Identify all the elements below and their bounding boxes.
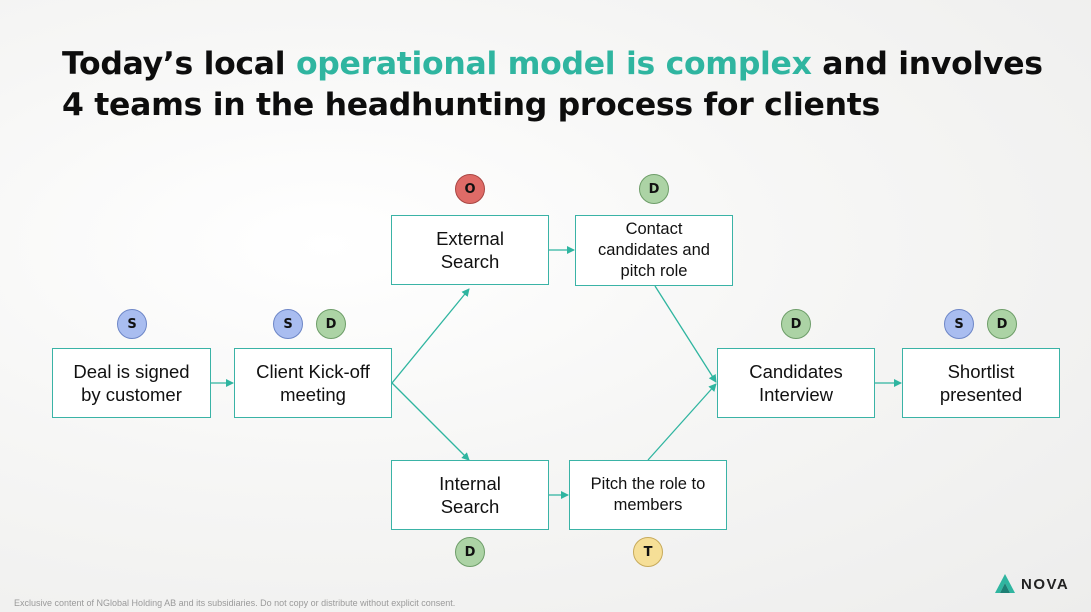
node-kickoff-label: Client Kick-off meeting <box>256 361 370 405</box>
title-accent-text: operational model is complex <box>295 46 812 82</box>
node-external-search: External Search <box>391 215 549 285</box>
badge-deal-signed-s: S <box>117 309 147 339</box>
badge-contact-candidates-d: D <box>639 174 669 204</box>
title-text-part2: and involves <box>811 46 1043 82</box>
node-shortlist-label: Shortlist presented <box>939 361 1023 405</box>
node-contact-candidates: Contact candidates and pitch role <box>575 215 733 286</box>
node-kickoff: Client Kick-off meeting <box>234 348 392 418</box>
node-deal-signed-label: Deal is signed by customer <box>73 361 190 405</box>
node-candidates-interview: Candidates Interview <box>717 348 875 418</box>
node-external-search-label: External Search <box>436 228 504 272</box>
arrow-pitch-to-interview <box>647 383 717 461</box>
nova-logo-text: NOVA <box>1021 575 1070 593</box>
node-pitch-members: Pitch the role to members <box>569 460 727 530</box>
node-candidates-interview-label: Candidates Interview <box>749 361 843 405</box>
badge-candidates-interview-d: D <box>781 309 811 339</box>
arrow-kickoff-to-internal <box>391 382 470 461</box>
node-internal-search-label: Internal Search <box>439 473 501 517</box>
nova-logo-icon <box>995 574 1015 593</box>
page-title: Today’s local operational model is compl… <box>62 44 1043 126</box>
title-text-part1: Today’s local <box>62 46 296 82</box>
footer-disclaimer: Exclusive content of NGlobal Holding AB … <box>14 598 456 608</box>
badge-shortlist-d: D <box>987 309 1017 339</box>
node-internal-search: Internal Search <box>391 460 549 530</box>
node-pitch-members-label: Pitch the role to members <box>590 475 706 514</box>
badge-kickoff-d: D <box>316 309 346 339</box>
arrow-kickoff-to-external <box>391 288 470 384</box>
badge-pitch-members-t: T <box>633 537 663 567</box>
badge-external-search-o: O <box>455 174 485 204</box>
title-text-line2: 4 teams in the headhunting process for c… <box>62 87 880 123</box>
nova-logo: NOVA <box>994 573 1069 595</box>
arrow-contact-to-interview <box>654 285 717 383</box>
node-deal-signed: Deal is signed by customer <box>52 348 211 418</box>
node-contact-candidates-label: Contact candidates and pitch role <box>598 220 710 280</box>
badge-shortlist-s: S <box>944 309 974 339</box>
badge-kickoff-s: S <box>273 309 303 339</box>
badge-internal-search-d: D <box>455 537 485 567</box>
node-shortlist: Shortlist presented <box>902 348 1060 418</box>
